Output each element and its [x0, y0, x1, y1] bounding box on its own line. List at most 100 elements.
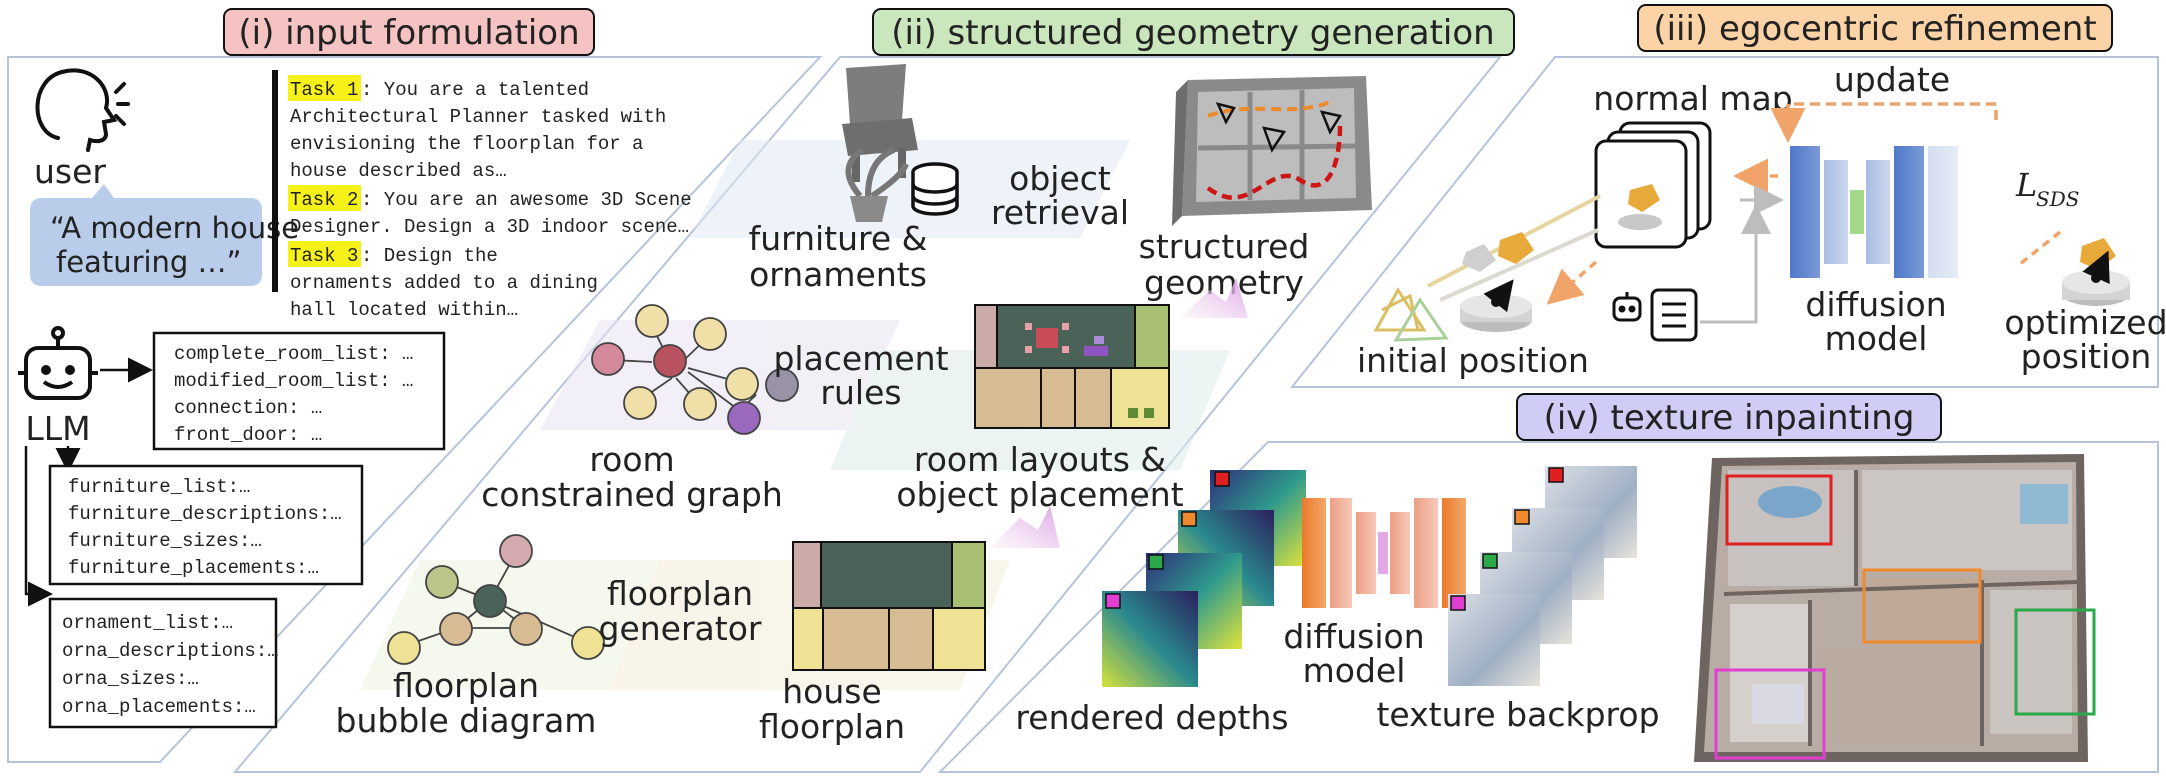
room-constrained-graph — [591, 304, 799, 435]
geometry-panel-outline — [232, 56, 1503, 773]
task-line: envisioning the floorplan for a — [290, 133, 643, 155]
header-refine: (iii) egocentric refinement — [1637, 4, 2113, 52]
room-graph-label-2: constrained graph — [481, 475, 783, 514]
task-tag: Task 3 — [290, 245, 358, 267]
furniture-label-2: ornaments — [749, 255, 927, 294]
task-line: Designer. Design a 3D indoor scene… — [290, 216, 689, 238]
bubble-label-2: bubble diagram — [336, 701, 597, 740]
llm-robot-icon — [18, 326, 98, 400]
floorgen-label-1: floorplan — [607, 574, 753, 613]
update-arrow — [1770, 102, 1998, 143]
task-tag-highlight — [288, 241, 361, 267]
task-line: hall located within… — [290, 299, 518, 321]
texture-backprop-stack — [1448, 466, 1637, 686]
layouts-label-1: room layouts & — [914, 440, 1166, 479]
bubble-label-1: floorplan — [393, 666, 539, 705]
header-input: (i) input formulation — [223, 8, 595, 56]
loss-arrow — [2018, 230, 2062, 266]
grad-arrow-initial — [1546, 260, 1598, 305]
task-line: house described as… — [290, 160, 507, 182]
ornament-output-lines: ornament_list:…orna_descriptions:…orna_s… — [62, 612, 279, 718]
output-line: orna_placements:… — [62, 696, 256, 718]
furniture-label-1: furniture & — [749, 219, 928, 258]
normal-map-stack — [1594, 121, 1712, 249]
texture-backprop-label: texture backprop — [1376, 695, 1659, 734]
header-refine-text: (iii) egocentric refinement — [1653, 9, 2096, 49]
room-layout-object-placement — [974, 304, 1170, 429]
initial-position-label: initial position — [1357, 341, 1589, 380]
retrieval-label-2: retrieval — [991, 193, 1129, 232]
task-line: : You are a talented — [361, 79, 589, 101]
texture-diffusion-label-1: diffusion — [1283, 617, 1424, 656]
output-line: furniture_placements:… — [68, 557, 319, 579]
task-line: : Design the — [361, 245, 498, 267]
header-texture: (iv) texture inpainting — [1516, 393, 1942, 441]
sds-loss-label: L SDS — [2015, 166, 2079, 211]
rendered-depths-label: rendered depths — [1015, 698, 1288, 737]
initial-objects — [1373, 194, 1601, 342]
robot-document-icon — [1612, 288, 1698, 342]
user-head-icon — [35, 68, 130, 152]
room-output-box — [152, 331, 446, 451]
output-line: connection: … — [174, 397, 322, 419]
task-prompt-bar — [272, 70, 278, 292]
user-quote-bubble: “A modern house featuring …” — [30, 184, 299, 286]
rendered-depth-stack — [1102, 470, 1306, 687]
task-prompts: Task 1: You are a talentedArchitectural … — [288, 75, 692, 321]
structured-geometry-model — [1172, 76, 1372, 226]
retrieval-label-1: object — [1009, 159, 1111, 198]
output-line: modified_room_list: … — [174, 370, 413, 392]
structured-label-2: geometry — [1144, 263, 1304, 302]
quote-line-2: featuring …” — [56, 245, 242, 279]
optimized-label-2: position — [2021, 337, 2152, 376]
floorplan-bubble-diagram — [387, 534, 605, 665]
database-icon — [911, 162, 959, 216]
output-line: front_door: … — [174, 424, 322, 446]
output-line: orna_descriptions:… — [62, 640, 279, 662]
pastel-tile-platforms — [360, 140, 1230, 690]
output-line: furniture_descriptions:… — [68, 503, 342, 525]
task-tag-highlight — [288, 75, 361, 101]
llm-label: LLM — [25, 409, 90, 448]
orange-region-box — [1862, 568, 1982, 644]
output-line: furniture_sizes:… — [68, 530, 262, 552]
textured-house-render — [1694, 454, 2088, 762]
furniture-output-lines: furniture_list:… furniture_descriptions:…… — [68, 476, 342, 579]
normal-map-label: normal map — [1593, 79, 1792, 118]
texture-diffusion-label-2: model — [1303, 651, 1406, 690]
prompt-to-model-arrow — [1700, 204, 1771, 324]
loss-subscript: SDS — [2036, 187, 2079, 211]
house-label-1: house — [782, 672, 882, 711]
refine-panel-outline — [1289, 56, 2159, 388]
refine-diffusion-label-2: model — [1825, 319, 1928, 358]
red-region-box — [1725, 474, 1833, 546]
furniture-output-box — [48, 464, 364, 586]
input-panel-outline — [7, 56, 823, 763]
texture-diffusion-model — [1302, 498, 1466, 608]
house-floorplan — [792, 541, 986, 671]
task-line: : You are an awesome 3D Scene — [361, 189, 692, 211]
header-texture-text: (iv) texture inpainting — [1544, 398, 1915, 438]
refine-diffusion-model — [1790, 146, 1958, 278]
ornament-output-box — [48, 597, 278, 729]
task-line: Architectural Planner tasked with — [290, 106, 666, 128]
task-tag: Task 2 — [290, 189, 358, 211]
magenta-region-box — [1714, 668, 1826, 760]
llm-to-ornament-arrow — [24, 446, 53, 607]
placement-label-2: rules — [820, 373, 901, 412]
layouts-label-2: object placement — [896, 475, 1183, 514]
chair-plant-model — [842, 64, 918, 222]
header-geometry-text: (ii) structured geometry generation — [891, 13, 1494, 53]
room-output-lines: complete_room_list: …modified_room_list:… — [174, 343, 413, 446]
output-line: furniture_list:… — [68, 476, 250, 498]
task-tag-highlight — [288, 185, 361, 211]
green-region-box — [2014, 608, 2096, 716]
header-geometry: (ii) structured geometry generation — [872, 8, 1515, 56]
task-line: ornaments added to a dining — [290, 272, 598, 294]
texture-panel-outline — [937, 441, 2159, 773]
update-label: update — [1834, 60, 1950, 99]
floorgen-label-2: generator — [599, 609, 762, 648]
user-label: user — [34, 152, 106, 191]
